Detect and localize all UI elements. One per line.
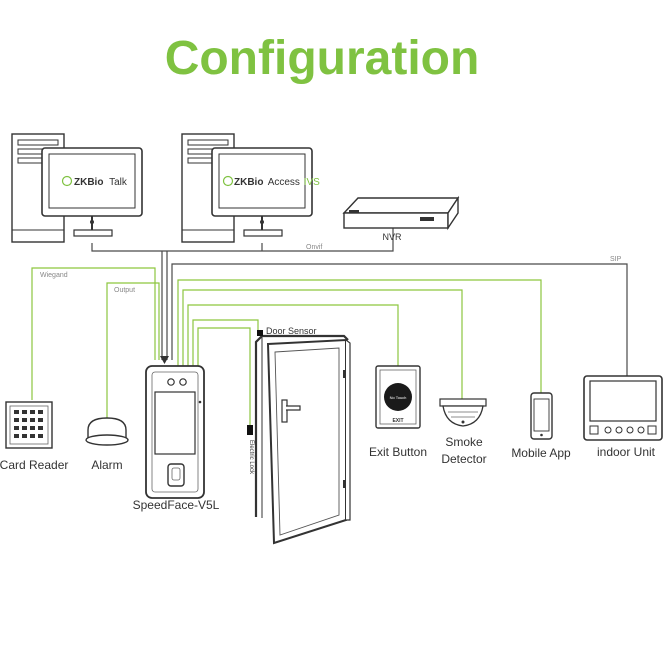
smoke-detector-label-line2: Detector xyxy=(441,452,486,466)
exit-button-label: Exit Button xyxy=(369,445,427,459)
wiegand-label: Wiegand xyxy=(40,272,68,279)
camera-icon xyxy=(179,378,187,386)
zkbio-access-product: Access xyxy=(268,177,300,188)
onvif-label: Onvif xyxy=(306,244,322,251)
alarm-device: Alarm xyxy=(85,417,129,472)
nvr-label: NVR xyxy=(382,232,402,242)
computer-zkbio-access: ZKBio Access IVS xyxy=(181,133,320,243)
camera-icon xyxy=(167,378,175,386)
sip-label: SIP xyxy=(610,256,622,263)
svg-text:ZKBio Talk: ZKBio Talk xyxy=(74,177,128,188)
exit-button-line xyxy=(187,304,399,367)
mobile-app-device: Mobile App xyxy=(511,392,571,460)
indoor-unit-device: indoor Unit xyxy=(583,375,663,459)
speedface-terminal: SpeedFace-V5L xyxy=(133,365,220,512)
mobile-app-line xyxy=(177,279,542,393)
exit-button-touch-icon xyxy=(384,383,412,411)
speedface-label: SpeedFace-V5L xyxy=(133,498,220,512)
indoor-unit-buttons-icon xyxy=(589,425,657,435)
indoor-unit-screen xyxy=(589,380,657,422)
keypad-icon xyxy=(14,410,43,438)
zkbio-talk-brand: ZKBio xyxy=(74,177,103,188)
door-sensor-icon xyxy=(257,330,263,336)
smoke-detector-line xyxy=(182,289,463,400)
diagram-title: Configuration xyxy=(165,32,480,85)
terminal-screen xyxy=(154,391,196,455)
output-label: Output xyxy=(114,287,135,294)
card-reader-device: Card Reader xyxy=(0,401,68,472)
sip-line xyxy=(171,263,628,376)
nvr-device: NVR xyxy=(342,195,460,242)
electric-lock-line xyxy=(197,327,251,425)
fingerprint-sensor-icon xyxy=(167,463,185,487)
alarm-siren-icon xyxy=(87,417,127,441)
card-reader-label: Card Reader xyxy=(0,458,68,472)
smoke-detector-label-line1: Smoke xyxy=(445,435,483,449)
zkbio-access-suffix: IVS xyxy=(304,177,320,188)
output-line xyxy=(106,282,160,418)
zkbio-talk-product: Talk xyxy=(109,177,128,188)
electric-lock-label: Electric Lock xyxy=(248,440,254,475)
door-assembly: Door Sensor Electric Lock xyxy=(247,326,351,545)
zkbio-access-brand: ZKBio xyxy=(234,177,263,188)
zkbio-logo-icon xyxy=(222,175,234,187)
door-sensor-label: Door Sensor xyxy=(266,326,317,336)
smoke-detector-icon xyxy=(442,405,484,427)
door-handle-icon xyxy=(281,399,301,423)
smoke-detector-device: Smoke Detector xyxy=(439,398,487,466)
alarm-label: Alarm xyxy=(91,458,122,472)
network-bus-line xyxy=(91,228,394,252)
smartphone-icon xyxy=(530,392,553,440)
computer-zkbio-talk: ZKBio Talk xyxy=(11,133,143,243)
door-sensor-line xyxy=(192,319,259,367)
exit-button-face-text: No Touch xyxy=(390,395,407,400)
arrow-head-icon xyxy=(160,356,169,364)
svg-text:ZKBio Access IVS: ZKBio Access IVS xyxy=(234,177,320,188)
zkbio-logo-icon xyxy=(61,175,73,187)
electric-lock-icon xyxy=(247,425,253,435)
connection-lines xyxy=(31,228,628,425)
exit-button-device: No Touch EXIT Exit Button xyxy=(369,365,427,459)
mobile-app-label: Mobile App xyxy=(511,446,571,460)
indoor-unit-label: indoor Unit xyxy=(597,445,656,459)
exit-button-caption: EXIT xyxy=(392,418,403,424)
wiegand-line xyxy=(31,267,156,400)
